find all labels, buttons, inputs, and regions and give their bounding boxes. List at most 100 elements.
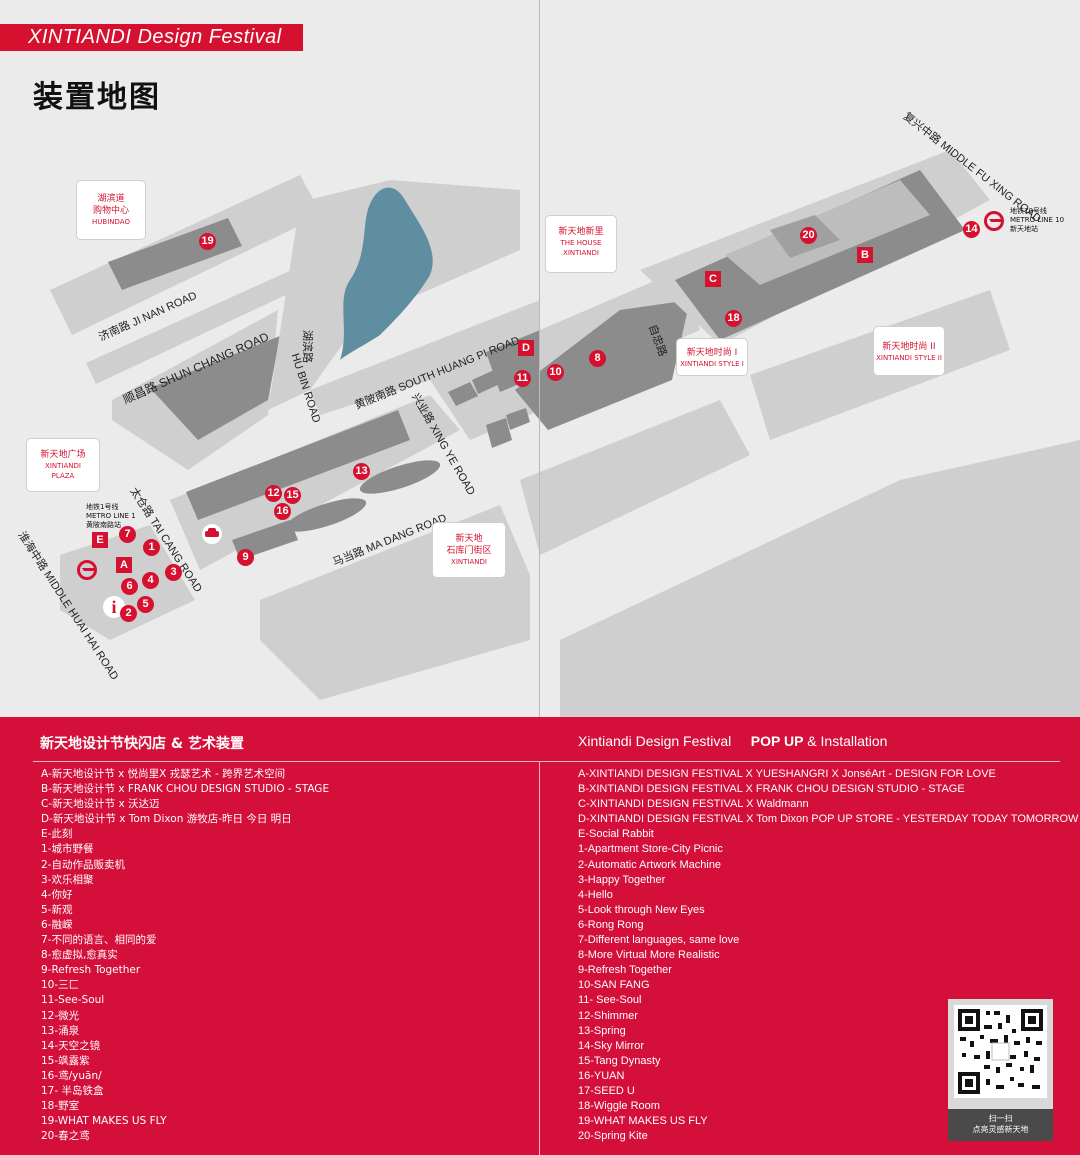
legend-item: 2-Automatic Artwork Machine	[578, 858, 722, 871]
legend-item: 12-Shimmer	[578, 1009, 638, 1022]
map-marker-18[interactable]: 18	[725, 310, 742, 327]
legend-item: 9-Refresh Together	[578, 964, 672, 977]
place-plaza-en1: XINTIANDI	[45, 462, 81, 470]
legend-item: 15-飒露紫	[41, 1054, 90, 1067]
qr-caption: 扫一扫 点亮灵感新天地	[948, 1109, 1053, 1141]
legend-title-zh: 新天地设计节快闪店 & 艺术装置	[40, 736, 244, 752]
legend-item: 17- 半岛铁盒	[41, 1084, 104, 1097]
legend-item: 11- See-Soul	[578, 994, 642, 1007]
legend-item: 9-Refresh Together	[41, 964, 141, 977]
legend-item: 4-你好	[41, 888, 73, 901]
legend-item: 13-Spring	[578, 1024, 626, 1037]
map-marker-12[interactable]: 12	[265, 485, 282, 502]
map-title: 装置地图	[33, 80, 161, 115]
banner-text: XINTIANDI Design Festival	[28, 26, 282, 48]
map-marker-8[interactable]: 8	[589, 350, 606, 367]
metro-line-1-station: 黄陂南路站	[86, 521, 121, 529]
metro-line-10-zh: 地铁10号线	[1010, 207, 1047, 215]
map-marker-13[interactable]: 13	[353, 463, 370, 480]
legend-item: 10-SAN FANG	[578, 979, 650, 992]
legend-item: D-XINTIANDI DESIGN FESTIVAL X Tom Dixon …	[578, 813, 1079, 826]
metro-line-1-label: 地铁1号线 METRO LINE 1 黄陂南路站	[86, 503, 136, 530]
legend-item: C-新天地设计节 x 沃达迈	[41, 798, 160, 811]
metro-line-1-en: METRO LINE 1	[86, 512, 136, 520]
map-marker-7[interactable]: 7	[119, 526, 136, 543]
legend-item: 11-See-Soul	[41, 994, 105, 1007]
place-hubindao-zh1: 湖滨道	[97, 194, 125, 204]
map-marker-6[interactable]: 6	[121, 578, 138, 595]
legend-item: 16-YUAN	[578, 1069, 625, 1082]
legend-divider-right	[540, 761, 1060, 762]
metro-line-10-label: 地铁10号线 METRO LINE 10 新天地站	[1010, 207, 1064, 234]
legend-item: A-新天地设计节 x 悦尚里X 戎瑟艺术 - 跨界艺术空间	[41, 768, 286, 780]
legend-item: B-XINTIANDI DESIGN FESTIVAL X FRANK CHOU…	[578, 783, 965, 796]
map-marker-19[interactable]: 19	[199, 233, 216, 250]
legend-divider-left	[33, 761, 539, 762]
legend-item: C-XINTIANDI DESIGN FESTIVAL X Waldmann	[578, 798, 809, 811]
qr-code-image	[954, 1005, 1047, 1098]
legend-title-en: Xintiandi Design Festival POP UP & Insta…	[578, 733, 887, 749]
legend-item: 18-野室	[41, 1100, 80, 1113]
map-marker-1[interactable]: 1	[143, 539, 160, 556]
place-xintiandi-plaza: 新天地广场 XINTIANDI PLAZA	[26, 438, 100, 492]
metro-line-10-station: 新天地站	[1010, 225, 1038, 233]
place-shikumen-zh1: 新天地	[455, 534, 483, 544]
map-marker-15[interactable]: 15	[284, 487, 301, 504]
qr-caption-line2: 点亮灵感新天地	[972, 1125, 1029, 1134]
legend-item: 2-自动作品贩卖机	[41, 858, 125, 871]
legend-list-en: A-XINTIANDI DESIGN FESTIVAL X YUESHANGRI…	[578, 767, 1078, 1144]
road-hu-bin-zh: 湖滨路	[301, 330, 313, 363]
map-marker-9[interactable]: 9	[237, 549, 254, 566]
festival-map: XINTIANDI Design Festival 装置地图 济南路 JI NA…	[0, 0, 1080, 717]
place-style-2: 新天地时尚 II XINTIANDI STYLE II	[873, 326, 945, 376]
place-style-1: 新天地时尚 I XINTIANDI STYLE I	[676, 338, 748, 376]
legend-item: 6-Rong Rong	[578, 918, 644, 931]
legend-item: 17-SEED U	[578, 1084, 635, 1097]
map-marker-b[interactable]: B	[857, 247, 873, 263]
map-marker-20[interactable]: 20	[800, 227, 817, 244]
legend-item: 13-涌泉	[41, 1024, 80, 1037]
legend-item: 20-春之鸢	[41, 1130, 90, 1143]
map-marker-4[interactable]: 4	[142, 572, 159, 589]
qr-caption-line1: 扫一扫	[988, 1114, 1013, 1123]
legend-item: 18-Wiggle Room	[578, 1100, 660, 1113]
info-icon: i	[103, 596, 125, 618]
map-marker-5[interactable]: 5	[137, 596, 154, 613]
place-hubindao-zh2: 购物中心	[92, 206, 129, 216]
legend-item: 19-WHAT MAKES US FLY	[41, 1115, 167, 1128]
place-shikumen-zh2: 石库门街区	[446, 546, 492, 556]
map-marker-16[interactable]: 16	[274, 503, 291, 520]
place-style1-en: XINTIANDI STYLE I	[680, 360, 744, 368]
map-marker-e[interactable]: E	[92, 532, 108, 548]
place-hubindao-en: HUBINDAO	[92, 218, 130, 226]
place-shikumen: 新天地 石库门街区 XINTIANDI	[432, 522, 506, 578]
map-marker-3[interactable]: 3	[165, 564, 182, 581]
metro-line-1-zh: 地铁1号线	[86, 503, 119, 511]
legend-item: 5-Look through New Eyes	[578, 903, 705, 916]
legend-item: A-XINTIANDI DESIGN FESTIVAL X YUESHANGRI…	[578, 768, 996, 780]
place-style2-en: XINTIANDI STYLE II	[876, 354, 942, 362]
legend-item: E-此刻	[41, 828, 73, 841]
legend-center-divider	[539, 761, 540, 1155]
qr-code-card[interactable]: 扫一扫 点亮灵感新天地	[948, 999, 1053, 1141]
legend-item: D-新天地设计节 x Tom Dixon 游牧店-昨日 今日 明日	[41, 813, 292, 826]
legend-item: 7-不同的语言、相同的爱	[41, 934, 157, 947]
qr-pattern	[958, 1009, 1043, 1094]
map-marker-c[interactable]: C	[705, 271, 721, 287]
legend-title-en-c: & Installation	[807, 733, 888, 749]
festival-banner: XINTIANDI Design Festival	[0, 24, 303, 51]
legend-item: 16-鸢/yuān/	[41, 1069, 102, 1082]
legend-panel: 新天地设计节快闪店 & 艺术装置 Xintiandi Design Festiv…	[0, 717, 1080, 1155]
metro-line-10-en: METRO LINE 10	[1010, 216, 1065, 224]
map-marker-14[interactable]: 14	[963, 221, 980, 238]
map-marker-11[interactable]: 11	[514, 370, 531, 387]
map-marker-a[interactable]: A	[116, 557, 132, 573]
map-marker-2[interactable]: 2	[120, 605, 137, 622]
map-marker-10[interactable]: 10	[547, 364, 564, 381]
legend-title-en-b: POP UP	[750, 733, 804, 749]
map-marker-d[interactable]: D	[518, 340, 534, 356]
legend-item: 1-Apartment Store-City Picnic	[578, 843, 723, 856]
map-blocks	[50, 150, 1080, 717]
place-house-en2: XINTIANDI	[563, 249, 599, 257]
